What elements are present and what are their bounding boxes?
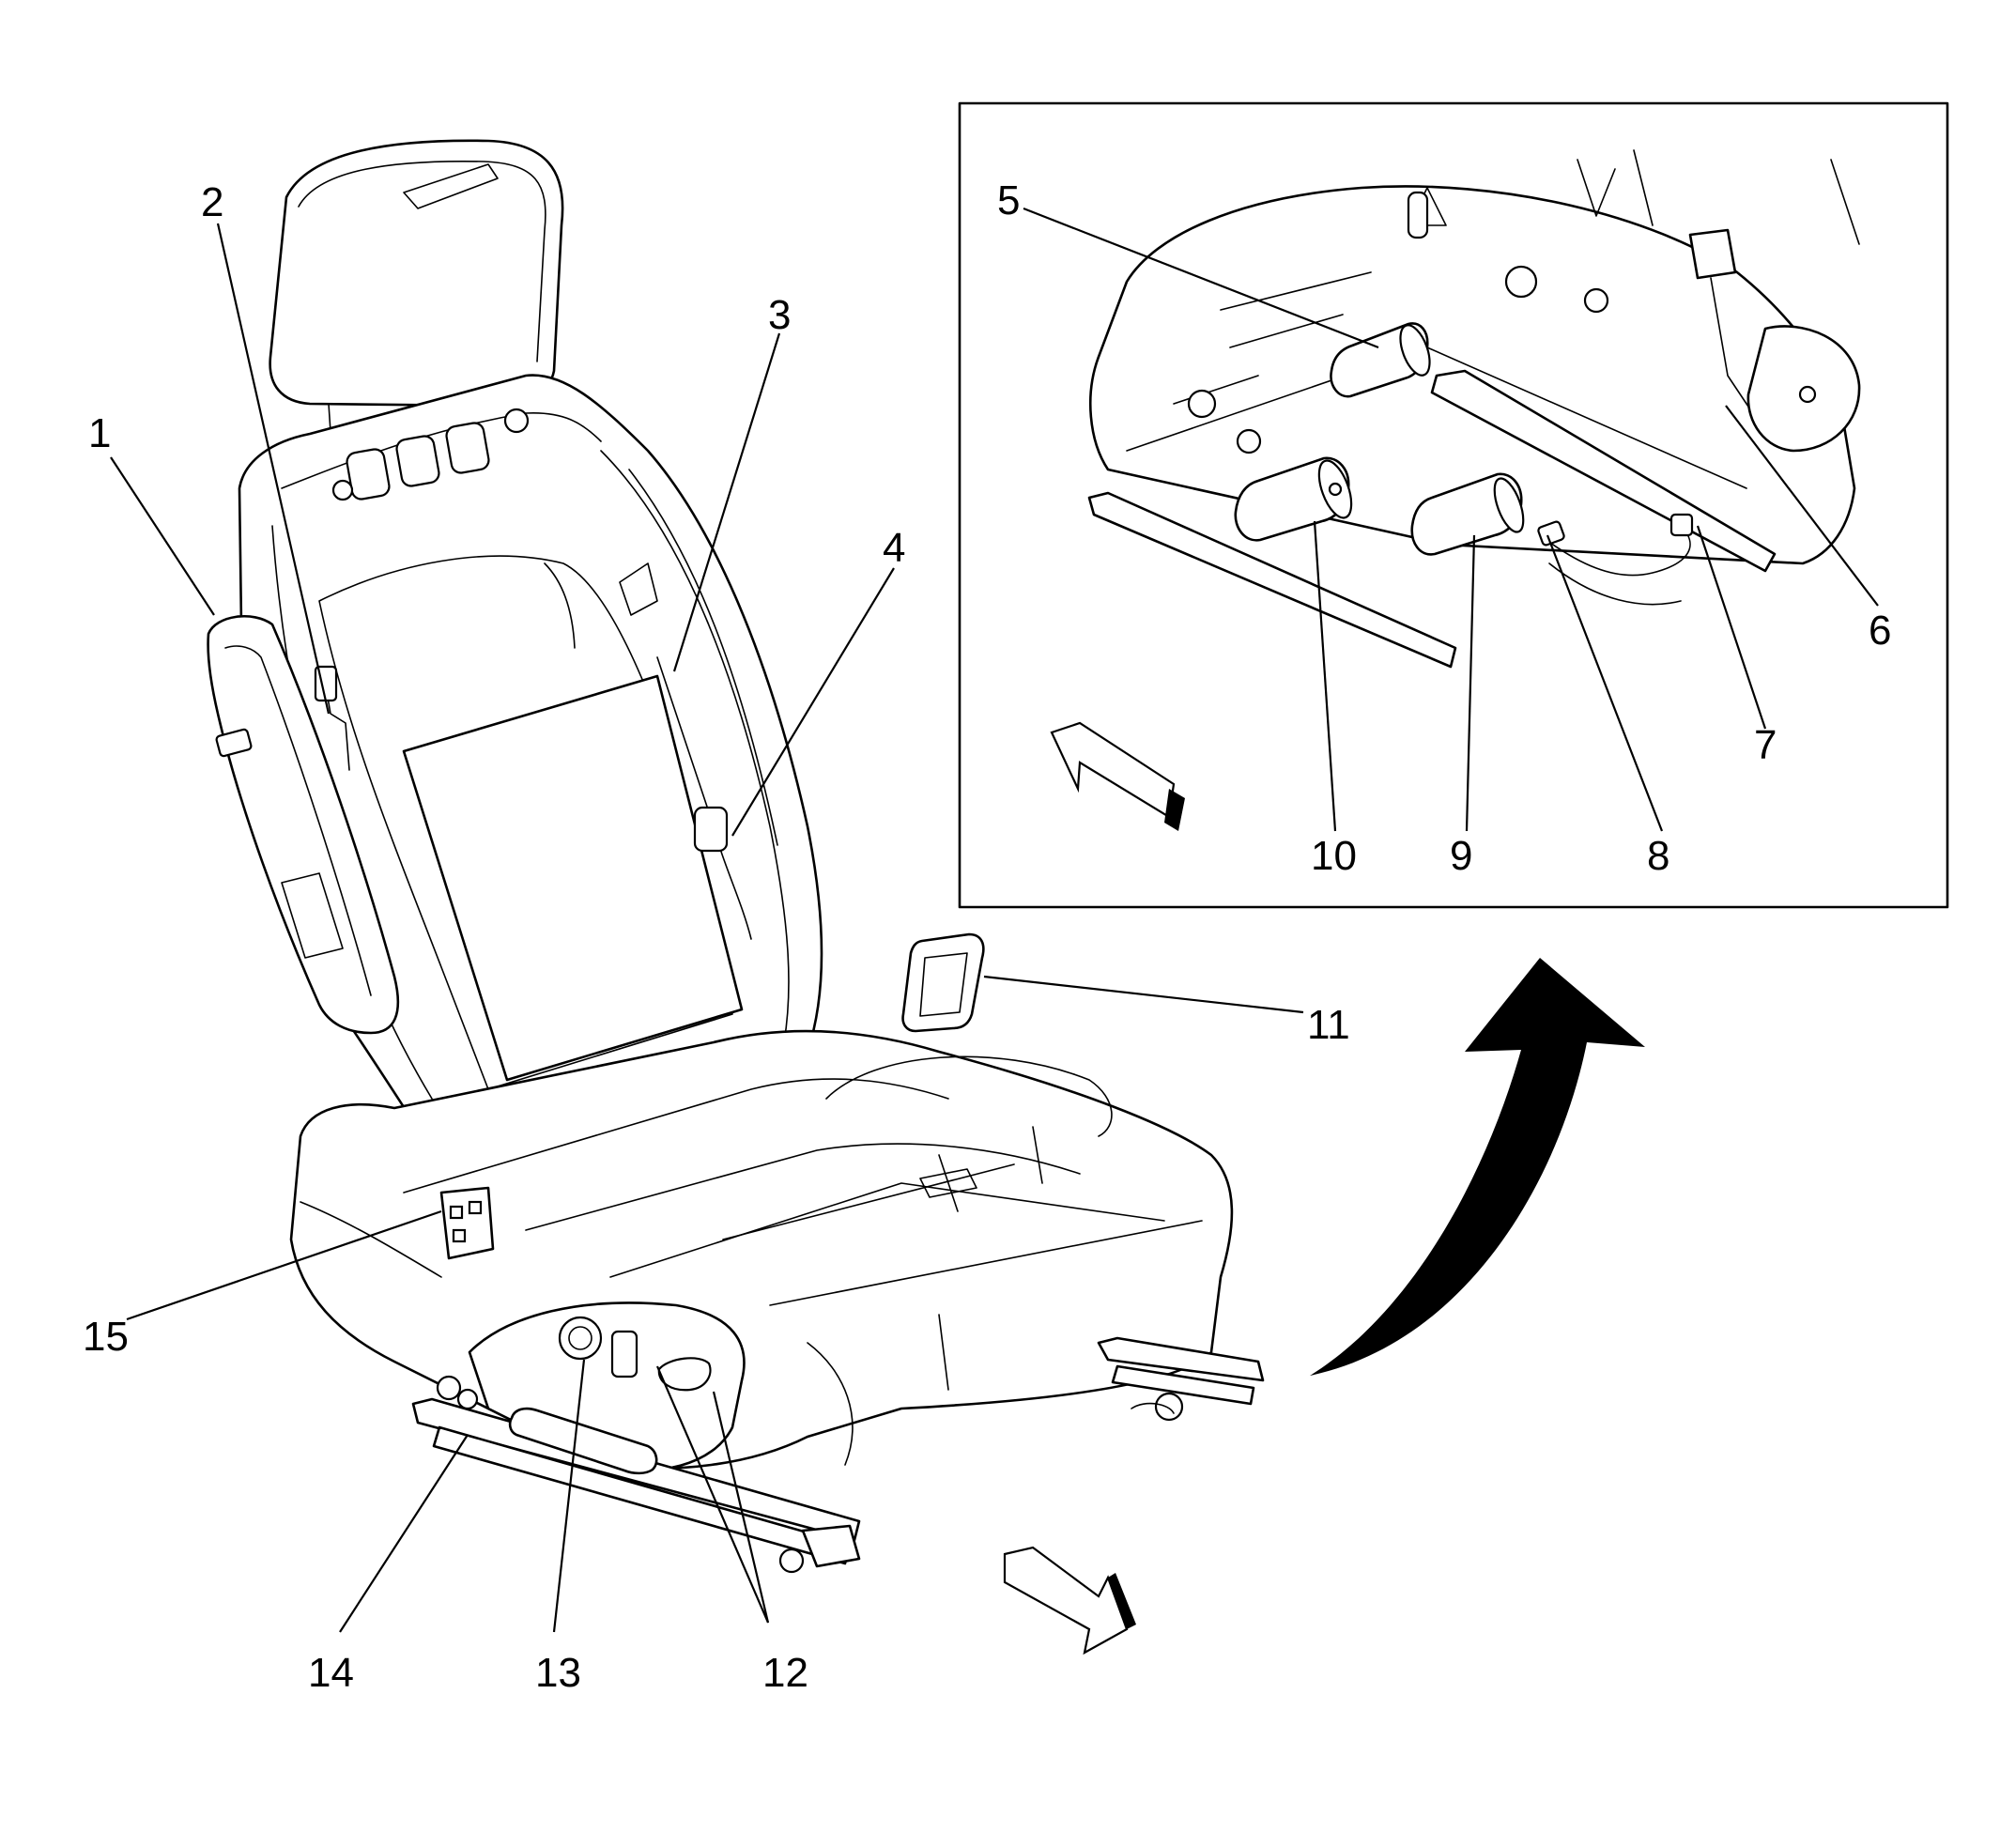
rear-height-motor xyxy=(1410,472,1525,556)
cushion-underside-view xyxy=(1087,149,1861,669)
callout-12: 12 xyxy=(762,1650,808,1696)
callout-9: 9 xyxy=(1450,833,1472,879)
direction-arrow-main xyxy=(1003,1546,1136,1656)
recline-motor xyxy=(1234,456,1353,542)
front-height-motor xyxy=(1330,322,1431,398)
callout-1: 1 xyxy=(88,410,111,456)
callout-13: 13 xyxy=(535,1650,581,1696)
lumbar-switch-knob xyxy=(558,1316,603,1361)
callout-3: 3 xyxy=(768,292,791,338)
callout-6: 6 xyxy=(1869,608,1891,654)
callout-15: 15 xyxy=(83,1314,129,1360)
callout-2: 2 xyxy=(201,179,223,225)
callout-labels: 1 2 3 4 5 6 7 8 9 10 11 12 13 14 15 xyxy=(83,177,1891,1696)
direction-arrow-inset xyxy=(1050,721,1185,831)
headrest xyxy=(269,139,564,438)
detail-inset xyxy=(958,101,1949,909)
callout-10: 10 xyxy=(1311,833,1357,879)
callout-14: 14 xyxy=(308,1650,354,1696)
curved-arrow-to-inset xyxy=(1310,958,1645,1376)
leader-lines xyxy=(110,207,1879,1633)
seat-illustration xyxy=(207,139,1265,1574)
callout-7: 7 xyxy=(1754,722,1777,768)
callout-4: 4 xyxy=(883,525,905,571)
side-airbag-module xyxy=(207,614,400,1035)
callout-5: 5 xyxy=(997,177,1020,223)
callout-8: 8 xyxy=(1647,833,1669,879)
callout-11: 11 xyxy=(1307,1002,1350,1048)
